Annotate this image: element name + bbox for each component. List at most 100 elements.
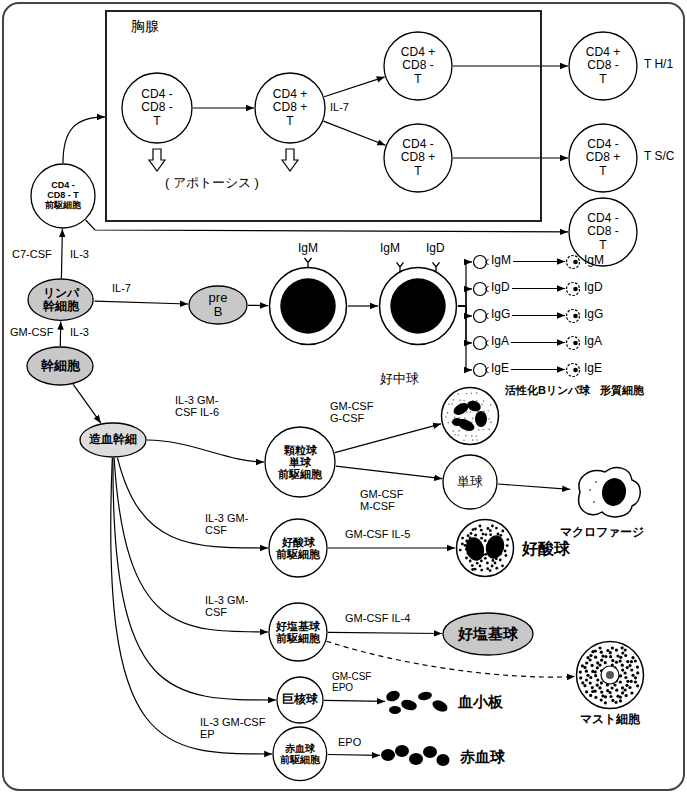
cell-picture xyxy=(565,308,581,324)
cell-membrane xyxy=(474,283,487,296)
granule xyxy=(630,660,633,663)
progenitor-cell: 好塩基球 前駆細胞 xyxy=(268,602,328,662)
granule xyxy=(585,678,588,681)
cell-shape xyxy=(569,124,637,192)
granule xyxy=(594,656,597,659)
node-text: 赤血球 前駆細胞 xyxy=(279,743,321,765)
granule xyxy=(609,691,612,694)
edge-label: GM-CSF EPO xyxy=(332,671,382,693)
plasma-cell: IgM xyxy=(565,253,606,270)
granule xyxy=(583,684,586,687)
node-text: 好中球 xyxy=(380,372,419,387)
granule xyxy=(472,439,474,441)
node-text: IgD xyxy=(584,281,603,295)
arrow-connector xyxy=(511,342,565,343)
granule xyxy=(615,689,618,692)
granule xyxy=(591,664,594,667)
granule xyxy=(474,568,477,571)
granule xyxy=(624,654,627,657)
granule xyxy=(476,562,479,565)
granule xyxy=(604,701,607,704)
node-text: リンパ 幹細胞 xyxy=(41,287,81,313)
nucleus xyxy=(573,368,578,373)
granule xyxy=(454,434,456,436)
erythrocytes: 赤血球 xyxy=(380,742,507,770)
granule xyxy=(447,412,449,414)
granule xyxy=(619,699,622,702)
megakaryocyte: 巨核球 xyxy=(276,676,324,724)
granule xyxy=(626,666,629,669)
granule xyxy=(616,654,619,657)
cell-membrane xyxy=(579,468,641,517)
antibody-receptor xyxy=(486,340,489,346)
node-text: pre B xyxy=(205,291,231,320)
node-text: IgA xyxy=(584,335,602,349)
cell-membrane xyxy=(474,310,487,323)
granule xyxy=(601,655,604,658)
granule xyxy=(482,429,484,431)
cell-membrane xyxy=(567,364,580,377)
cell-shape xyxy=(443,455,497,509)
nucleus-lobe xyxy=(452,401,471,418)
edge-label: IL-3 xyxy=(70,326,89,338)
granule xyxy=(594,649,597,652)
granule xyxy=(495,527,498,530)
granule xyxy=(600,659,603,662)
cell-picture xyxy=(380,742,450,770)
granule xyxy=(585,670,588,673)
arrow-connector xyxy=(328,754,380,756)
platelet xyxy=(431,698,450,714)
cell-picture xyxy=(565,335,581,351)
granule xyxy=(621,651,624,654)
node-text: CD4 - CD8 + T xyxy=(398,138,438,178)
granule xyxy=(604,661,607,664)
cell-shape xyxy=(255,73,325,143)
granule xyxy=(636,666,639,669)
platelet xyxy=(400,698,418,712)
node-text: IgA xyxy=(491,335,509,349)
plasma-cell: IgG xyxy=(565,307,605,324)
node-text: CD4 + CD8 + T xyxy=(270,88,310,128)
platelets: 血小板 xyxy=(385,688,505,716)
granule xyxy=(593,501,595,503)
b-cell: IgMIgD xyxy=(378,246,458,346)
cell-shape xyxy=(384,124,452,192)
node-text: CD4 + CD8 - T xyxy=(398,46,438,86)
granule xyxy=(630,691,633,694)
node-text: IgD xyxy=(491,281,510,295)
cell-membrane xyxy=(567,310,580,323)
granule xyxy=(628,664,631,667)
granule xyxy=(611,659,614,662)
cell-membrane xyxy=(567,337,580,350)
arrow-connector xyxy=(511,369,565,370)
granule xyxy=(583,666,586,669)
platelet xyxy=(417,691,432,701)
granule xyxy=(476,392,478,394)
progenitor-cell: 顆粒球 単球 前駆細胞 xyxy=(264,426,336,498)
granule xyxy=(481,404,483,406)
arrow-connector xyxy=(95,301,189,304)
t-cell: CD4 + CD8 - T xyxy=(383,31,453,101)
node-text: CD4 - CD8 + T xyxy=(583,138,623,178)
granule xyxy=(451,403,453,405)
granule xyxy=(625,684,628,687)
granule xyxy=(470,411,472,413)
granule xyxy=(589,681,592,684)
annotation: T H/1 xyxy=(644,58,673,72)
platelet xyxy=(389,706,401,714)
node-text: 顆粒球 単球 前駆細胞 xyxy=(277,444,323,480)
antibody-receptor xyxy=(486,259,489,265)
granule xyxy=(600,699,603,702)
granule xyxy=(506,538,509,541)
granule xyxy=(458,434,460,436)
cell-membrane xyxy=(577,642,644,709)
granule xyxy=(466,411,468,413)
granule xyxy=(598,686,601,689)
node-text: 赤血球 xyxy=(460,748,505,765)
node-text: 単球 xyxy=(457,475,483,489)
granule xyxy=(478,429,480,431)
arrow-connector xyxy=(336,466,442,479)
hematopoietic-stem-cell: 造血幹細 xyxy=(79,422,147,458)
node-text: CD4 - CD8 - T 前駆細胞 xyxy=(43,181,83,211)
granule xyxy=(594,696,597,699)
